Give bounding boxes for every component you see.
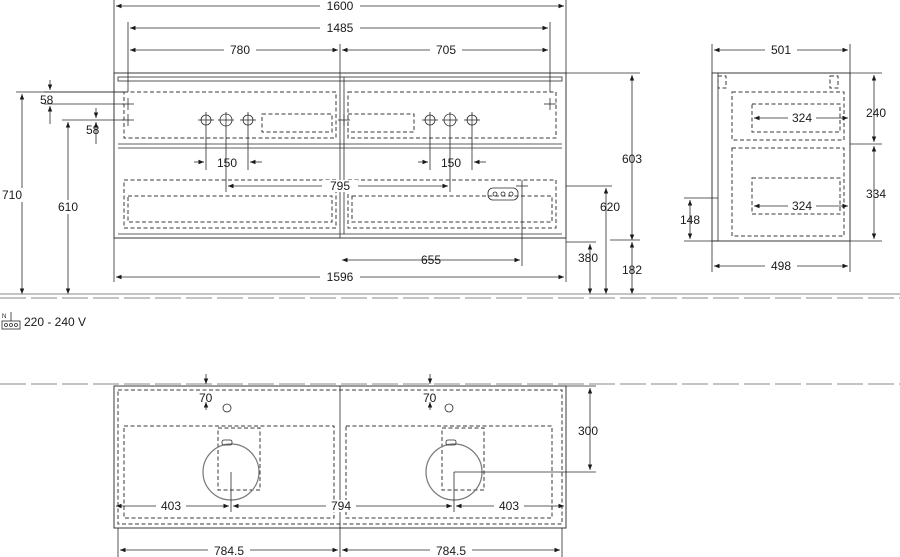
plug-icon: N [1, 312, 21, 330]
dim-label-324-bottom: 324 [792, 199, 812, 213]
floor-line [0, 293, 900, 299]
electrical-connection: N 220 - 240 V [1, 312, 86, 330]
upper-drawer-left [123, 91, 337, 139]
dim-label-324-top: 324 [792, 111, 812, 125]
tap-connection-left [198, 112, 256, 128]
dim-label-610: 610 [58, 200, 78, 214]
side-outline [711, 72, 851, 242]
dim-label-710: 710 [2, 188, 22, 202]
dim-label-380: 380 [578, 251, 598, 265]
dim-side-148: 148 [680, 197, 718, 242]
dim-height-182: 182 [610, 239, 642, 294]
top-siphon-cut-right [441, 427, 485, 491]
dim-left-right-span: 780 705 [130, 43, 548, 73]
top-siphon-cut-left [217, 427, 261, 491]
side-upper-inner [751, 103, 841, 133]
dim-label-603: 603 [622, 152, 642, 166]
dim-label-150-left: 150 [217, 156, 237, 170]
dim-label-70-left: 70 [199, 391, 213, 405]
dim-label-70-right: 70 [423, 391, 437, 405]
side-lower-drawer [731, 147, 845, 237]
front-view: 1600 1485 780 705 58 [2, 0, 642, 294]
lower-drawer-right [347, 179, 557, 229]
dim-side-240: 240 [850, 72, 886, 145]
dim-label-403-left: 403 [161, 499, 181, 513]
dim-label-182: 182 [622, 263, 642, 277]
crosshair-markers [122, 98, 556, 192]
dim-top-offsets: 58 58 [40, 80, 124, 144]
side-view: 501 324 324 240 334 148 [680, 43, 886, 273]
dim-width-total: 1600 [113, 0, 567, 73]
lower-drawer-left-inner [127, 195, 333, 223]
side-upper-drawer [731, 91, 845, 141]
siphon-cut-left [261, 113, 333, 133]
dim-height-380: 380 [566, 241, 598, 294]
side-lower-inner [751, 177, 841, 215]
dim-label-498: 498 [771, 259, 791, 273]
dim-top-halves: 784.5 784.5 [117, 528, 563, 557]
dim-label-58-a: 58 [40, 93, 54, 107]
dim-height-603: 603 [566, 72, 642, 240]
dim-label-784-5-right: 784.5 [436, 544, 466, 557]
dim-height-total: 710 [2, 91, 124, 294]
power-socket-icon [487, 187, 519, 201]
dim-label-58-b: 58 [86, 123, 100, 137]
dim-top-depth: 300 [454, 385, 598, 473]
dim-label-240: 240 [866, 106, 886, 120]
top-drawer-left [123, 425, 335, 519]
tap-connection-right [422, 112, 480, 128]
dim-label-501: 501 [771, 43, 791, 57]
top-drawer-right [345, 425, 553, 519]
dim-width-inner: 1485 [127, 21, 551, 92]
voltage-label: 220 - 240 V [24, 315, 86, 329]
dim-label-334: 334 [866, 187, 886, 201]
dim-side-depth-top: 501 [711, 43, 851, 73]
dim-label-1600: 1600 [327, 0, 354, 13]
dim-socket-offset: 655 [342, 192, 523, 267]
dim-label-795: 795 [330, 179, 350, 193]
overflow-left-icon [221, 439, 233, 446]
overflow-right-icon [445, 439, 457, 446]
dim-label-150-right: 150 [441, 156, 461, 170]
dim-side-drawer-top: 324 [754, 111, 848, 125]
dim-side-depth-bottom: 498 [711, 241, 851, 273]
dim-label-705: 705 [436, 43, 456, 57]
siphon-cut-right [347, 113, 415, 133]
dim-top-drains: 403 794 403 [116, 472, 564, 513]
dim-tap-spacing: 150 150 [194, 128, 486, 170]
side-top-left-tab [717, 75, 727, 89]
drain-right-icon [444, 403, 454, 413]
dim-top-70-right: 70 [423, 374, 437, 410]
dim-top-70-left: 70 [199, 374, 213, 410]
lower-drawer-right-inner [351, 195, 553, 223]
dim-label-148: 148 [680, 213, 700, 227]
dim-height-620: 620 [566, 185, 620, 294]
dim-side-334: 334 [850, 146, 886, 242]
top-view: 70 70 300 403 794 403 [0, 374, 900, 557]
lower-drawer-left [123, 179, 337, 229]
dim-side-drawer-bottom: 324 [754, 199, 848, 213]
upper-drawer-right [347, 91, 557, 139]
dim-label-403-right: 403 [499, 499, 519, 513]
dim-label-784-5-left: 784.5 [214, 544, 244, 557]
dim-label-300: 300 [578, 424, 598, 438]
dim-label-620: 620 [600, 200, 620, 214]
dim-cabinet-width: 1596 [113, 238, 567, 284]
dim-label-1596: 1596 [327, 270, 354, 284]
dim-label-655: 655 [421, 253, 441, 267]
drain-left-icon [222, 403, 232, 413]
side-top-right-tab [829, 75, 839, 89]
plug-neutral-label: N [2, 314, 6, 320]
dim-height-610: 610 [56, 119, 90, 294]
dim-label-780: 780 [230, 43, 250, 57]
dim-tap-centers: 795 [225, 128, 451, 193]
dim-label-794: 794 [331, 499, 351, 513]
dim-label-1485: 1485 [327, 21, 354, 35]
